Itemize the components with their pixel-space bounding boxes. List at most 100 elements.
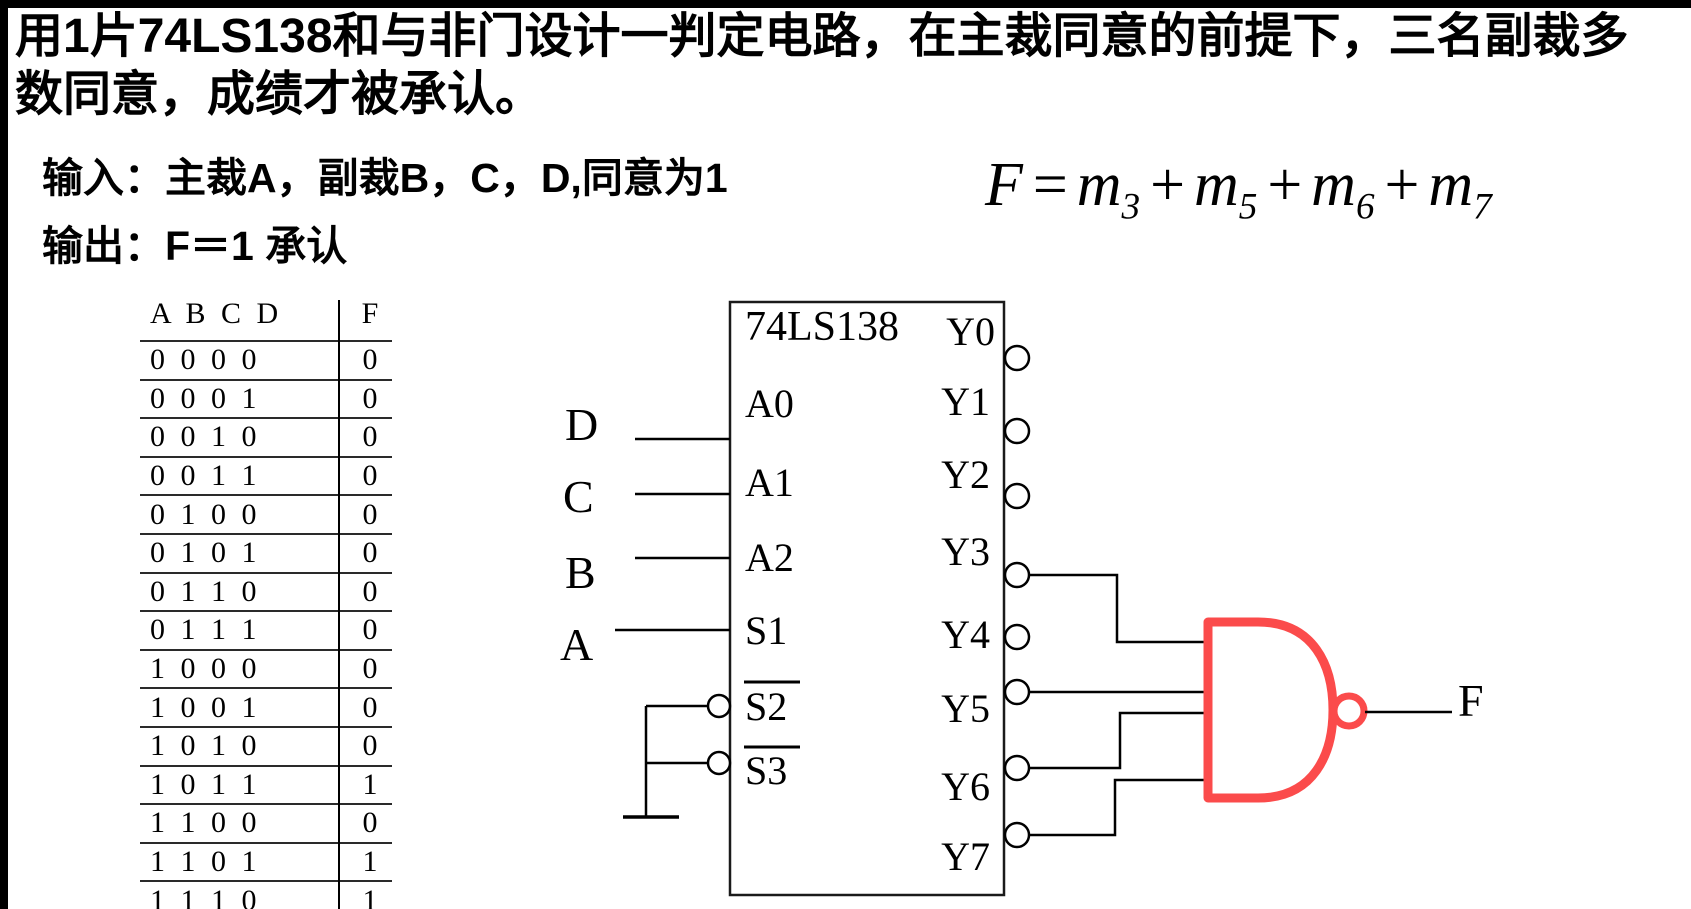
- abcd-cell: 0 0 1 0: [150, 420, 261, 454]
- abcd-cell: 0 0 1 1: [150, 459, 261, 493]
- abcd-cell: 0 1 0 1: [150, 536, 261, 570]
- equals-sign: =: [1028, 151, 1071, 219]
- f-cell: 0: [362, 536, 378, 570]
- top-border-band: [0, 0, 1691, 8]
- abcd-cell: 1 0 0 0: [150, 652, 261, 686]
- table-row: 1 1 1 0 1: [140, 882, 392, 909]
- plus-sign: +: [1263, 151, 1306, 219]
- table-row: 0 0 0 1 0: [140, 381, 392, 420]
- bubble-s3: [706, 750, 732, 776]
- abcd-cell: 0 1 1 1: [150, 613, 261, 647]
- formula-term-m3: m3: [1076, 151, 1141, 228]
- f-cell: 1: [362, 845, 378, 879]
- table-row: 0 1 1 0 0: [140, 574, 392, 613]
- f-cell: 0: [362, 574, 378, 608]
- pin-label-s2: S2: [745, 684, 787, 729]
- abcd-cell: 1 1 0 1: [150, 845, 261, 879]
- pin-label-y0: Y0: [946, 309, 995, 354]
- bubble-s2: [706, 693, 732, 719]
- abcd-cell: 1 1 0 0: [150, 806, 261, 840]
- truth-table-rows: 0 0 0 0 0 0 0 0 1 0 0 0 1 0 0 0 0 1 1 0 …: [140, 342, 392, 909]
- abcd-cell: 1 1 1 0: [150, 883, 261, 909]
- bubble-y6: [1003, 754, 1031, 782]
- f-cell: 1: [362, 767, 378, 801]
- problem-title-line1: 用1片74LS138和与非门设计一判定电路，在主裁同意的前提下，三名副裁多: [15, 10, 1629, 63]
- pin-label-y2: Y2: [941, 452, 990, 497]
- input-label-c: C: [563, 471, 594, 522]
- problem-title: 用1片74LS138和与非门设计一判定电路，在主裁同意的前提下，三名副裁多 数同…: [15, 8, 1687, 124]
- f-cell: 0: [362, 343, 378, 377]
- plus-sign: +: [1146, 151, 1188, 219]
- pin-label-y6: Y6: [941, 764, 990, 809]
- abcd-cell: 1 0 0 1: [150, 690, 261, 724]
- table-row: 0 1 0 0 0: [140, 496, 392, 535]
- f-cell: 1: [362, 883, 378, 909]
- pin-label-y1: Y1: [941, 379, 990, 424]
- abcd-cell: 0 1 1 0: [150, 574, 261, 608]
- table-row: 1 0 1 0 0: [140, 728, 392, 767]
- table-row: 0 0 1 0 0: [140, 419, 392, 458]
- input-label-d: D: [565, 399, 598, 450]
- pin-label-y5: Y5: [941, 686, 990, 731]
- minterm-formula: F=m3+m5+m6+m7: [985, 150, 1492, 228]
- wire-y7-gate: [1029, 778, 1208, 837]
- table-row: 0 1 0 1 0: [140, 535, 392, 574]
- table-row: 1 0 0 1 0: [140, 689, 392, 728]
- f-cell: 0: [362, 690, 378, 724]
- input-description: 输入：主裁A，副裁B，C，D,同意为1: [42, 155, 728, 201]
- f-cell: 0: [362, 613, 378, 647]
- f-cell: 0: [362, 497, 378, 531]
- abcd-cell: 0 0 0 1: [150, 381, 261, 415]
- chip-74ls138-body: [728, 300, 1006, 897]
- truth-table: A B C D F 0 0 0 0 0 0 0 0 1 0 0 0 1 0 0 …: [140, 288, 392, 909]
- bubble-y4: [1003, 623, 1031, 651]
- pin-label-s3: S3: [745, 748, 787, 793]
- table-row: 1 1 0 1 1: [140, 844, 392, 883]
- abcd-cell: 1 0 1 1: [150, 767, 261, 801]
- table-row: 1 0 0 0 0: [140, 651, 392, 690]
- output-description: 输出：F＝1 承认: [42, 223, 348, 269]
- bubble-y5: [1003, 678, 1031, 706]
- f-cell: 0: [362, 459, 378, 493]
- formula-term-m6: m6: [1311, 151, 1375, 228]
- pin-label-s1: S1: [745, 608, 787, 653]
- nand-gate: [1203, 617, 1338, 803]
- f-cell: 0: [362, 729, 378, 763]
- table-row: 1 1 0 0 0: [140, 805, 392, 844]
- pin-label-y4: Y4: [941, 612, 990, 657]
- pin-label-y7: Y7: [941, 834, 990, 879]
- pin-label-y3: Y3: [941, 529, 990, 574]
- left-border-band: [0, 0, 8, 909]
- output-label-f: F: [1458, 675, 1484, 726]
- formula-lhs: F: [985, 151, 1023, 219]
- table-row: 0 0 0 0 0: [140, 342, 392, 381]
- formula-term-m7: m7: [1428, 151, 1492, 228]
- bubble-y7: [1003, 821, 1031, 849]
- problem-title-line2: 数同意，成绩才被承认。: [15, 68, 544, 121]
- input-label-b: B: [565, 547, 596, 598]
- wire-y6-gate: [1029, 711, 1208, 770]
- plus-sign: +: [1380, 151, 1423, 219]
- abcd-cell: 0 1 0 0: [150, 497, 261, 531]
- table-row: 1 0 1 1 1: [140, 767, 392, 806]
- f-cell: 0: [362, 420, 378, 454]
- table-column-divider: [338, 300, 340, 909]
- bubble-y2: [1003, 482, 1031, 510]
- chip-label: 74LS138: [745, 304, 899, 350]
- table-header: A B C D F: [140, 288, 392, 342]
- f-cell: 0: [362, 806, 378, 840]
- abcd-cell: 1 0 1 0: [150, 729, 261, 763]
- pin-label-a0: A0: [745, 381, 794, 426]
- bubble-y3: [1003, 561, 1031, 589]
- pin-label-a2: A2: [745, 535, 794, 580]
- header-f: F: [361, 297, 379, 330]
- pin-label-a1: A1: [745, 460, 794, 505]
- table-row: 0 0 1 1 0: [140, 458, 392, 497]
- abcd-cell: 0 0 0 0: [150, 343, 261, 377]
- header-abcd: A B C D: [150, 297, 283, 330]
- table-row: 0 1 1 1 0: [140, 612, 392, 651]
- f-cell: 0: [362, 381, 378, 415]
- formula-term-m5: m5: [1193, 151, 1258, 228]
